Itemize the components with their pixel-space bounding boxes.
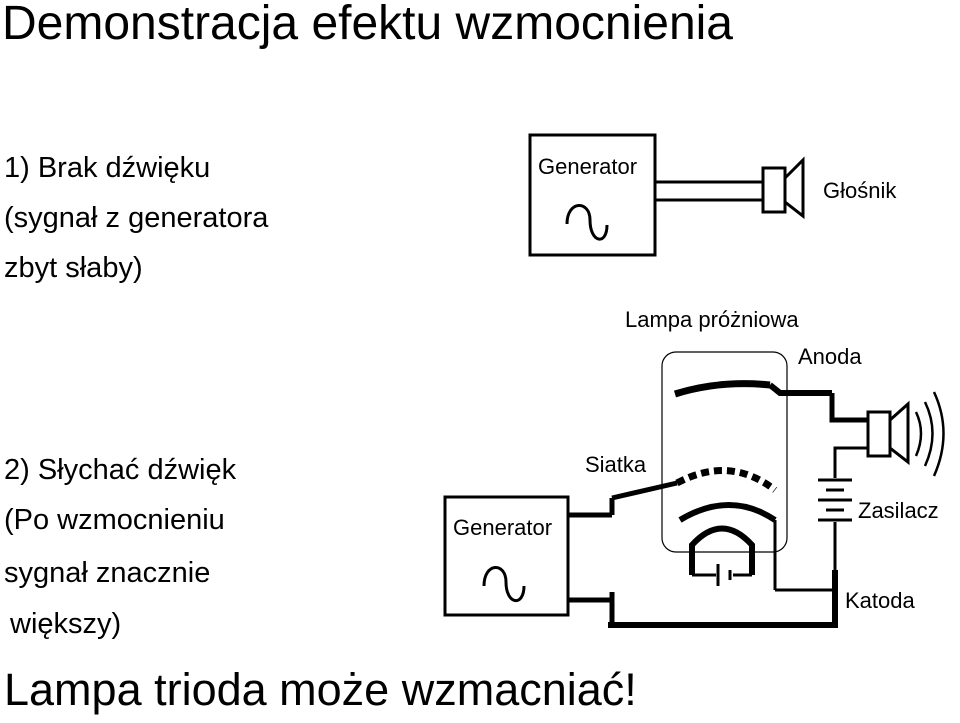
cathode-return-wire bbox=[608, 570, 838, 628]
sine-wave-icon bbox=[565, 204, 609, 241]
slide-title: Demonstracja efektu wzmocnienia bbox=[2, 0, 733, 50]
cathode-arc bbox=[678, 502, 777, 523]
anode-label: Anoda bbox=[798, 344, 862, 369]
sine-wave-icon bbox=[482, 566, 526, 602]
case1-line3: zbyt słaby) bbox=[4, 252, 143, 284]
case2-line4: większy) bbox=[10, 608, 122, 640]
case1-speaker-label: Głośnik bbox=[823, 178, 897, 203]
grid-wire bbox=[611, 480, 678, 501]
anode-to-speaker-wire bbox=[829, 393, 868, 423]
sound-waves-icon bbox=[914, 391, 945, 477]
case1-cable bbox=[655, 180, 763, 202]
speaker-to-power-wire bbox=[833, 446, 868, 462]
tube-label: Lampa próżniowa bbox=[625, 307, 799, 332]
case1-generator: Generator bbox=[528, 133, 657, 257]
battery-icon bbox=[818, 462, 852, 570]
control-grid bbox=[675, 467, 778, 493]
conclusion-text: Lampa trioda może wzmacniać! bbox=[4, 664, 637, 715]
case2-line2: (Po wzmocnieniu bbox=[4, 504, 225, 536]
case1-line2: (sygnał z generatora bbox=[4, 202, 269, 234]
case1-line1: 1) Brak dźwięku bbox=[4, 152, 211, 184]
case1-generator-label: Generator bbox=[538, 154, 637, 179]
case2-speaker-icon bbox=[866, 400, 910, 466]
case1-speaker-icon bbox=[761, 156, 805, 220]
grid-label: Siatka bbox=[585, 452, 647, 477]
anode-plate bbox=[673, 380, 771, 398]
case2-generator: Generator bbox=[443, 495, 570, 617]
vacuum-tube-envelope bbox=[661, 351, 788, 553]
power-label: Zasilacz bbox=[858, 498, 939, 523]
case2-line1: 2) Słychać dźwięk bbox=[4, 454, 237, 486]
case2-generator-label: Generator bbox=[453, 515, 552, 540]
heater-filament bbox=[689, 525, 755, 575]
case2-line3: sygnał znacznie bbox=[4, 557, 211, 589]
anode-wire bbox=[768, 382, 832, 396]
cathode-label: Katoda bbox=[845, 588, 915, 613]
